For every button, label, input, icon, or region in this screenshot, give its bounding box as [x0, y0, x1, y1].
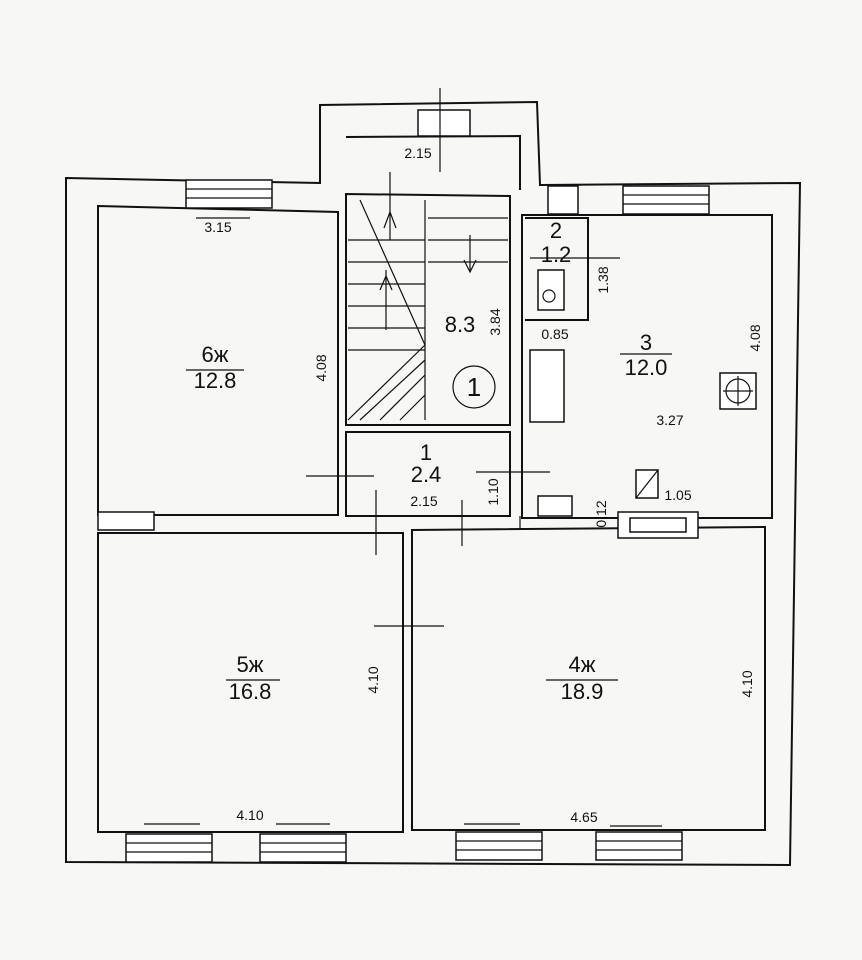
inner-outline [345, 134, 521, 190]
room3-walls [521, 214, 773, 519]
dim-105: 1.05 [664, 487, 691, 503]
room2-walls [525, 217, 589, 321]
dim-012: 0.12 [593, 500, 609, 527]
room2-number: 2 [550, 218, 562, 243]
dim-room3-side: 4.08 [747, 324, 763, 351]
room2-area: 1.2 [541, 242, 572, 267]
dim-room5-side: 4.10 [365, 666, 381, 693]
outer-wall [65, 100, 802, 867]
door-marks [306, 88, 550, 627]
dim-room1-side: 1.10 [485, 478, 501, 505]
dim-lines [144, 217, 672, 827]
stair-steps [347, 199, 508, 421]
room1-walls [345, 431, 511, 517]
room3-area: 12.0 [625, 355, 668, 380]
room5-walls [97, 532, 404, 833]
dim-room5-bottom: 4.10 [236, 807, 263, 823]
dim-stair-side: 3.84 [487, 308, 503, 335]
room4-number: 4ж [569, 652, 596, 677]
marker-label: 1 [467, 372, 481, 402]
dim-room6-top: 3.15 [204, 219, 231, 235]
stair-walls [345, 192, 511, 426]
room1-area: 2.4 [411, 462, 442, 487]
dim-room1-bottom: 2.15 [410, 493, 437, 509]
room6-walls [97, 204, 339, 516]
dim-room6-side: 4.08 [313, 354, 329, 381]
room6-number: 6ж [202, 342, 229, 367]
room4-area: 18.9 [561, 679, 604, 704]
stair-arrows [379, 172, 477, 330]
dim-room3-327: 3.27 [656, 412, 683, 428]
marker-circle [452, 365, 496, 409]
stair-area: 8.3 [445, 312, 476, 337]
room6-area: 12.8 [194, 368, 237, 393]
fixtures [529, 269, 757, 517]
dim-room2-side: 1.38 [595, 266, 611, 293]
dim-room4-bottom: 4.65 [570, 809, 597, 825]
room3-number: 3 [640, 330, 652, 355]
room5-number: 5ж [237, 652, 264, 677]
dim-room4-side: 4.10 [739, 670, 755, 697]
windows [97, 109, 710, 863]
room5-area: 16.8 [229, 679, 272, 704]
room1-number: 1 [420, 440, 432, 465]
dim-room3-085: 0.85 [541, 326, 568, 342]
dim-top-stair: 2.15 [404, 145, 431, 161]
